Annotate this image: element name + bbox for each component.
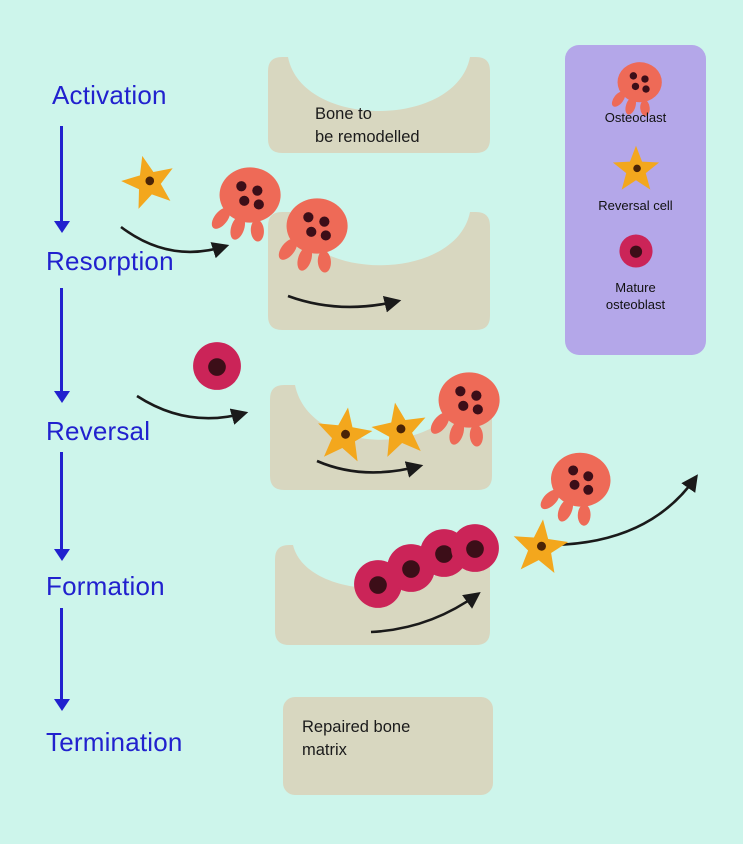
bone-reversal: [270, 385, 492, 490]
mature-osteoblast-icon: [193, 342, 241, 390]
stage-label-reversal: Reversal: [46, 416, 151, 446]
bone-resorption: [268, 212, 490, 330]
flow-arrow-down-1: [53, 126, 70, 233]
legend-label-mature-line1: Mature: [615, 280, 656, 295]
reversal-cell-icon: [116, 149, 181, 212]
flow-arrow-down-4: [53, 608, 70, 711]
bone-bottom-label: Repaired bone matrix: [302, 716, 410, 762]
legend-panel: Osteoclast Reversal cell Mature osteobla…: [565, 45, 706, 355]
bone-activation: [268, 57, 490, 153]
bone-top-label-line2: be remodelled: [315, 128, 420, 146]
bone-top-label-line1: Bone to: [315, 105, 372, 123]
flow-arrow-down-3: [53, 452, 70, 561]
legend-label-mature-osteoblast: Mature osteoblast: [565, 279, 706, 313]
arrow-reversal-migration: [136, 394, 249, 425]
mature-osteoblast-icon: [618, 233, 654, 269]
bone-bottom-label-line1: Repaired bone: [302, 718, 411, 736]
bone-bottom-label-line2: matrix: [302, 741, 347, 759]
stage-label-formation: Formation: [46, 571, 165, 601]
reversal-cell-icon: [609, 143, 663, 197]
legend-label-mature-line2: osteoblast: [605, 297, 666, 312]
bone-termination: [283, 697, 493, 795]
bone-formation: [275, 545, 490, 645]
legend-label-reversal-cell: Reversal cell: [598, 198, 673, 213]
stage-label-resorption: Resorption: [46, 246, 174, 276]
stage-label-activation: Activation: [52, 80, 167, 110]
stage-label-termination: Termination: [46, 727, 183, 757]
arrow-cells-leaving: [552, 474, 698, 547]
flow-arrow-down-2: [53, 288, 70, 403]
osteoclast-icon: [535, 448, 614, 529]
bone-top-label: Bone to be remodelled: [315, 103, 420, 149]
reversal-cell-icon: [510, 516, 571, 575]
legend-label-osteoclast: Osteoclast: [604, 110, 667, 125]
